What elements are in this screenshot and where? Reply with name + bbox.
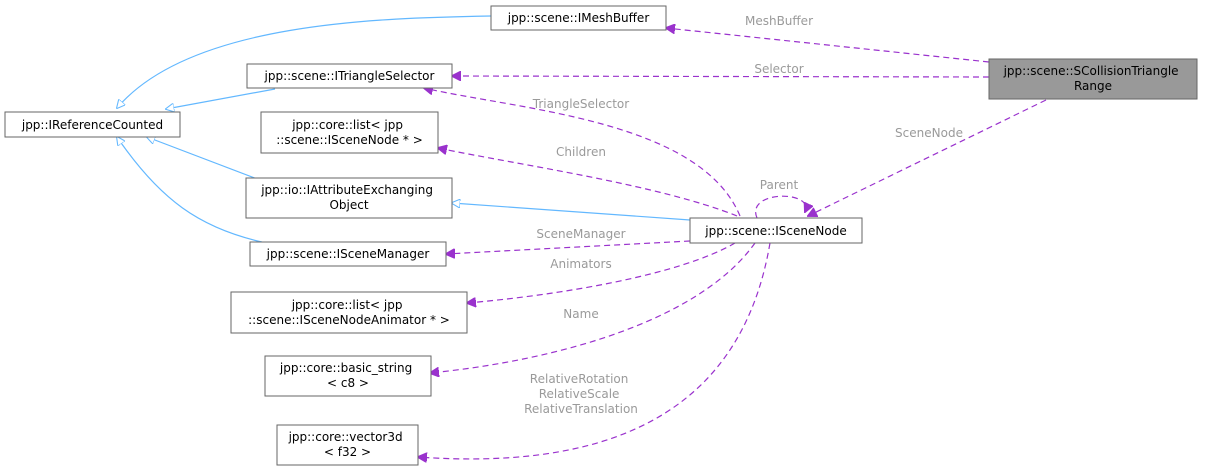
node-itriangleselector[interactable]: jpp::scene::ITriangleSelector [246,63,453,89]
svg-text:jpp::scene::SCollisionTriangle: jpp::scene::SCollisionTriangle Range [1003,64,1183,93]
node-vector3d[interactable]: jpp::core::vector3d < f32 > [276,424,419,466]
svg-text:jpp::io::IAttributeExchanging: jpp::io::IAttributeExchanging Object [260,183,437,212]
edge-children [438,148,738,217]
edge-scenenode [808,99,1047,216]
svg-text:jpp::core::vector3d <: jpp::core::vector3d < f32 > [288,430,407,459]
edge-imeshbuffer-to-ireferencecounted [117,15,492,108]
edge-animators [467,242,736,303]
edge-meshbuffer [666,28,990,63]
edge-labels: MeshBuffer Selector TriangleSelector Chi… [524,14,963,416]
node-iscenenode[interactable]: jpp::scene::ISceneNode [689,217,863,244]
node-ireferencecounted[interactable]: jpp::IReferenceCounted [4,111,181,138]
node-iscenemanager[interactable]: jpp::scene::ISceneManager [249,241,447,267]
node-iattributeexchanging[interactable]: jpp::io::IAttributeExchanging Object [245,177,453,219]
inheritance-edges [117,15,691,243]
svg-text:jpp::scene::ITriangleSelector: jpp::scene::ITriangleSelector [264,69,435,83]
svg-text:jpp::core::list< jpp :: jpp::core::list< jpp ::scene::ISceneNode… [276,118,423,147]
edge-parent [755,195,806,219]
svg-text:jpp::scene::IMeshBuffer: jpp::scene::IMeshBuffer [507,11,650,25]
edge-label-animators: Animators [550,257,611,271]
svg-text:jpp::scene::ISceneNode: jpp::scene::ISceneNode [704,224,846,238]
edge-label-name: Name [563,307,598,321]
edge-label-children: Children [556,145,606,159]
association-edges [418,28,1047,459]
svg-text:jpp::scene::ISceneManager: jpp::scene::ISceneManager [266,247,430,261]
node-basic-string[interactable]: jpp::core::basic_string < c8 > [264,355,432,397]
node-list-iscenenode[interactable]: jpp::core::list< jpp ::scene::ISceneNode… [260,111,439,154]
edge-iattributeexchanging-to-ireferencecounted [147,137,261,181]
node-scollisiontrianglerange[interactable]: jpp::scene::SCollisionTriangle Range [988,58,1198,100]
edge-itriangleselector-to-ireferencecounted [166,88,276,109]
edge-triangleselector [424,88,741,217]
svg-text:jpp::IReferenceCounted: jpp::IReferenceCounted [21,118,163,132]
edge-label-meshbuffer: MeshBuffer [745,14,813,28]
edge-name [430,242,756,373]
svg-text:jpp::core::list< jpp :: jpp::core::list< jpp ::scene::ISceneNode… [248,298,450,327]
edge-label-relative: RelativeRotation RelativeScale RelativeT… [524,372,638,416]
edge-scenemanager [446,240,691,254]
node-list-animator[interactable]: jpp::core::list< jpp ::scene::ISceneNode… [230,291,468,334]
edge-label-parent: Parent [760,178,799,192]
nodes: jpp::scene::IMeshBuffer jpp::scene::ITri… [4,5,1198,466]
edge-label-scenemanager: SceneManager [536,227,625,241]
edge-label-selector: Selector [754,62,803,76]
edge-relative [418,242,771,459]
edge-iscenenode-to-iattributeexchanging [452,203,691,221]
edge-selector [452,76,990,77]
edge-label-scenenode: SceneNode [895,126,963,140]
node-imeshbuffer[interactable]: jpp::scene::IMeshBuffer [490,5,667,31]
svg-text:jpp::core::basic_string: jpp::core::basic_string < c8 > [279,361,416,390]
edge-iscenemanager-to-ireferencecounted [117,137,263,243]
edge-label-triangleselector: TriangleSelector [532,97,629,111]
